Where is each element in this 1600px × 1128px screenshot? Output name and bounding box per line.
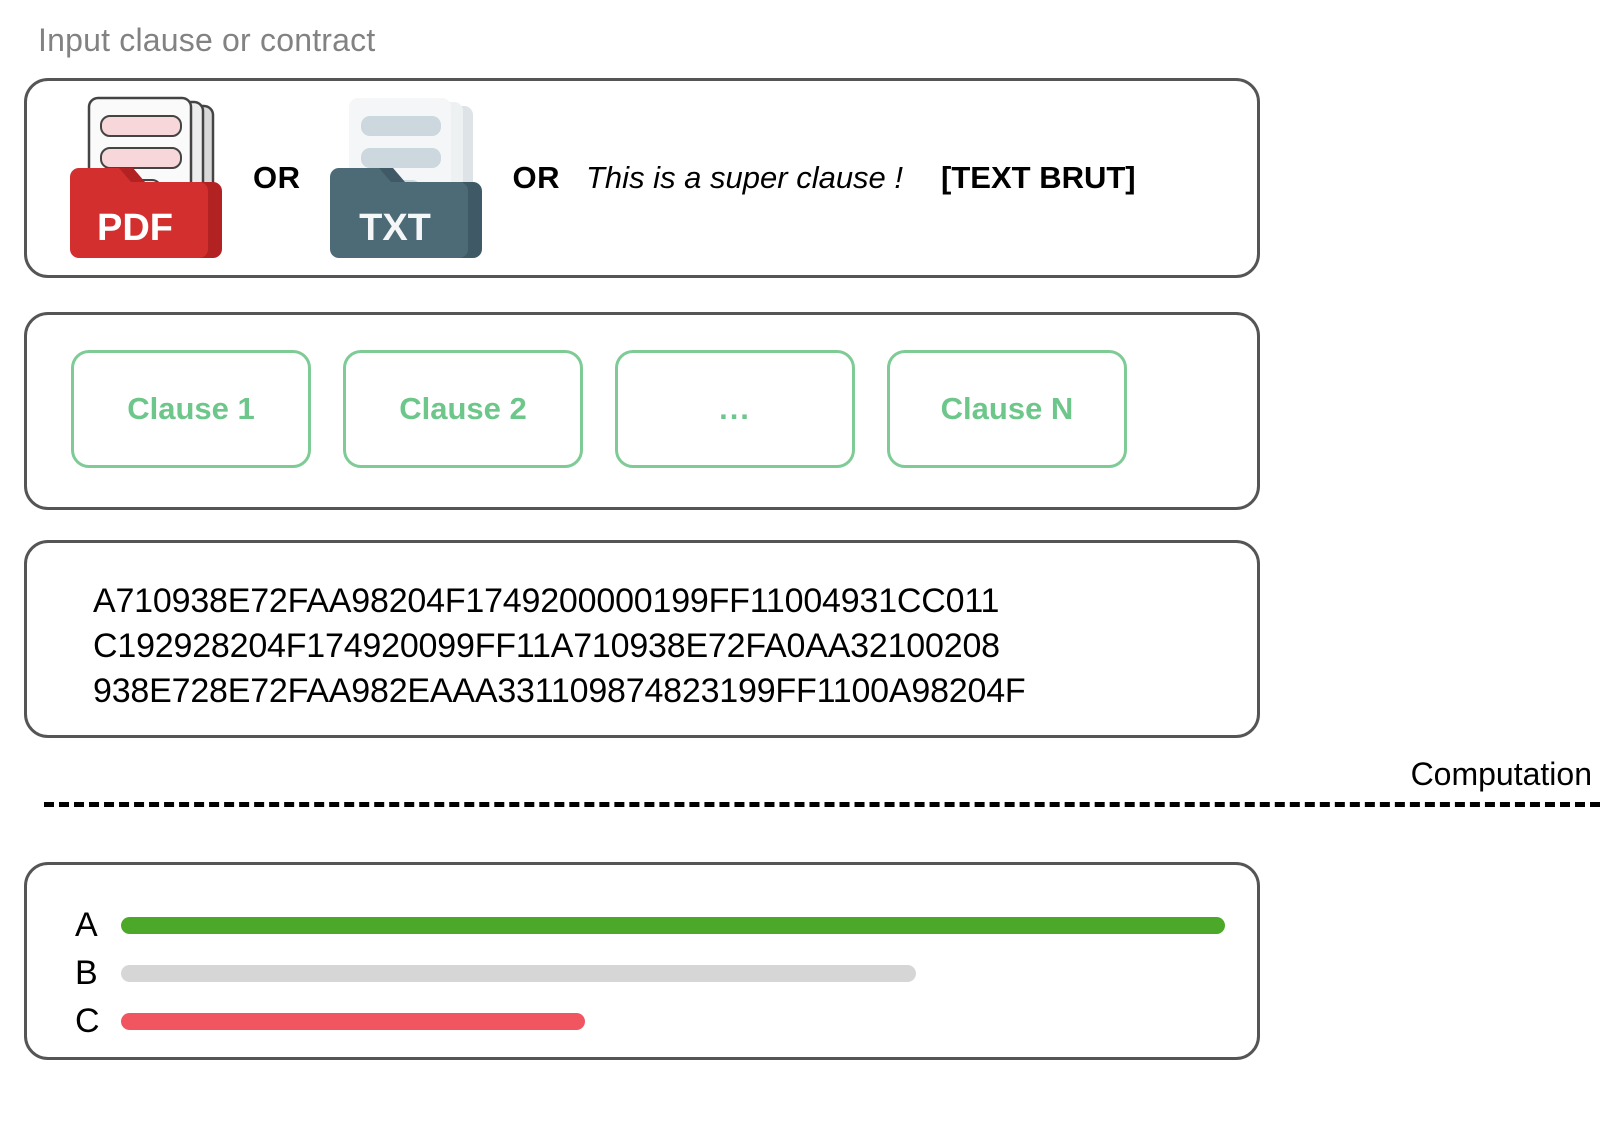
results-panel: A B C [24, 862, 1260, 1060]
hash-line-3: 938E728E72FAA982EAAA331109874823199FF110… [93, 672, 1026, 710]
or-separator-1: OR [253, 160, 301, 195]
clause-box-n[interactable]: Clause N [887, 350, 1127, 468]
bar-fill-a [121, 916, 1225, 934]
input-panel: PDF OR TXT OR This is a sup [24, 78, 1260, 278]
bar-fill-b [121, 964, 916, 982]
page-title: Input clause or contract [38, 22, 376, 58]
bar-track-c [121, 1012, 1225, 1030]
text-brut-label: [TEXT BRUT] [941, 160, 1136, 195]
bar-label-c: C [75, 1001, 100, 1040]
bar-chart: A B C [75, 901, 1225, 1045]
clause-panel: Clause 1 Clause 2 ... Clause N [24, 312, 1260, 510]
txt-file-icon[interactable]: TXT [327, 88, 487, 268]
svg-text:TXT: TXT [359, 207, 431, 249]
hash-line-2: C192928204F174920099FF11A710938E72FA0AA3… [93, 627, 1000, 665]
computation-label: Computation [1410, 756, 1592, 792]
clause-list: Clause 1 Clause 2 ... Clause N [71, 349, 1221, 469]
pdf-file-icon[interactable]: PDF [67, 88, 227, 268]
bar-row-a: A [75, 901, 1225, 949]
bar-label-a: A [75, 905, 98, 944]
input-options-row: PDF OR TXT OR This is a sup [27, 81, 1257, 275]
sample-clause-text: This is a super clause ! [586, 160, 904, 195]
bar-track-b [121, 964, 1225, 982]
or-separator-2: OR [512, 160, 560, 195]
clause-box-2[interactable]: Clause 2 [343, 350, 583, 468]
hash-output: A710938E72FAA98204F1749200000199FF110049… [93, 579, 1026, 714]
computation-divider [44, 802, 1600, 807]
bar-label-b: B [75, 953, 98, 992]
clause-box-1[interactable]: Clause 1 [71, 350, 311, 468]
hash-panel: A710938E72FAA98204F1749200000199FF110049… [24, 540, 1260, 738]
bar-row-c: C [75, 997, 1225, 1045]
bar-row-b: B [75, 949, 1225, 997]
clause-box-ellipsis[interactable]: ... [615, 350, 855, 468]
bar-track-a [121, 916, 1225, 934]
svg-text:PDF: PDF [97, 207, 173, 249]
hash-line-1: A710938E72FAA98204F1749200000199FF110049… [93, 582, 1000, 620]
bar-fill-c [121, 1012, 585, 1030]
